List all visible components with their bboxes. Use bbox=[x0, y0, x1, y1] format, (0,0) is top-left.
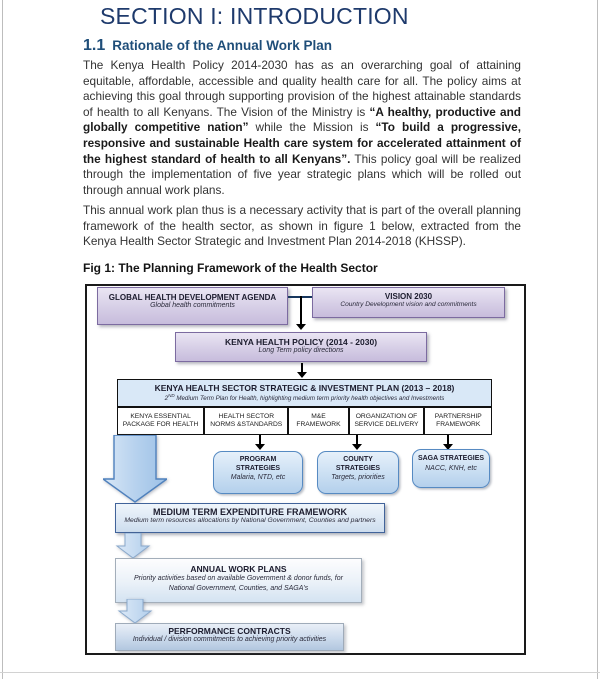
subtitle-text: Medium Term Plan for Health, highlightin… bbox=[174, 395, 445, 403]
khssp-box: KENYA HEALTH SECTOR STRATEGIC & INVESTME… bbox=[117, 379, 492, 407]
pillar-box-keph: KENYA ESSENTIAL PACKAGE FOR HEALTH bbox=[117, 407, 205, 435]
box-title: KENYA HEALTH SECTOR STRATEGIC & INVESTME… bbox=[154, 383, 455, 393]
vision-statement-bold: “A healthy, productive and globally comp… bbox=[83, 104, 521, 135]
heading-number: 1.1 bbox=[83, 37, 106, 54]
down-arrow-icon bbox=[297, 363, 307, 378]
box-subtitle: Long Term policy directions bbox=[258, 347, 344, 354]
box-title: VISION 2030 bbox=[384, 292, 433, 301]
mtef-box: MEDIUM TERM EXPENDITURE FRAMEWORK Medium… bbox=[115, 503, 385, 533]
box-subtitle: 2ND Medium Term Plan for Health, highlig… bbox=[118, 393, 491, 402]
small-down-arrow-icon bbox=[117, 599, 153, 624]
box-subtitle: Country Development vision and commitmen… bbox=[340, 301, 477, 308]
box-subtitle: Individual / division commitments to ach… bbox=[132, 636, 327, 643]
performance-contracts-box: PERFORMANCE CONTRACTS Individual / divis… bbox=[115, 623, 344, 651]
pillar-box-service-delivery: ORGANIZATION OF SERVICE DELIVERY bbox=[348, 407, 425, 435]
figure-caption: Fig 1: The Planning Framework of the Hea… bbox=[83, 261, 378, 275]
box-subtitle: Priority activities based on available G… bbox=[134, 575, 343, 582]
page-edge-right bbox=[597, 0, 598, 679]
box-subtitle: Medium term resources allocations by Nat… bbox=[124, 517, 376, 524]
down-arrow-icon bbox=[296, 296, 306, 330]
heading-text: Rationale of the Annual Work Plan bbox=[112, 38, 333, 53]
subtitle-superscript: ND bbox=[168, 393, 175, 398]
big-down-arrow-icon bbox=[103, 435, 167, 503]
saga-strategies-box: SAGA STRATEGIES NACC, KNH, etc bbox=[412, 449, 490, 488]
paragraph-text: The Kenya Health Policy 2014-2030 has as… bbox=[83, 58, 521, 119]
page-edge-bottom bbox=[0, 672, 600, 673]
planning-framework-diagram: GLOBAL HEALTH DEVELOPMENT AGENDA Global … bbox=[85, 284, 526, 655]
paragraph-text: while the Mission is bbox=[248, 120, 376, 135]
box-subtitle: Global health commitments bbox=[150, 302, 235, 309]
subtitle-text: 2 bbox=[164, 395, 169, 403]
box-title: MEDIUM TERM EXPENDITURE FRAMEWORK bbox=[153, 507, 347, 517]
down-arrow-icon bbox=[443, 435, 453, 450]
mission-statement-bold: “To build a progressive, responsive and … bbox=[83, 120, 521, 166]
page-edge-left bbox=[2, 0, 3, 679]
pillar-box-partnership: PARTNERSHIP FRAMEWORK bbox=[424, 407, 493, 435]
box-subtitle: Targets, priorities bbox=[331, 474, 385, 482]
body-paragraph-1: The Kenya Health Policy 2014-2030 has as… bbox=[83, 58, 521, 198]
vision-2030-box: VISION 2030 Country Development vision a… bbox=[312, 287, 505, 318]
box-subtitle: NACC, KNH, etc bbox=[425, 464, 477, 472]
box-title: GLOBAL HEALTH DEVELOPMENT AGENDA bbox=[108, 293, 277, 302]
pillar-box-norms-standards: HEALTH SECTOR NORMS &STANDARDS bbox=[204, 407, 289, 435]
pillar-row: KENYA ESSENTIAL PACKAGE FOR HEALTH HEALT… bbox=[117, 407, 493, 435]
box-title: COUNTY STRATEGIES bbox=[335, 456, 381, 472]
global-health-agenda-box: GLOBAL HEALTH DEVELOPMENT AGENDA Global … bbox=[97, 287, 288, 325]
box-title: SAGA STRATEGIES bbox=[417, 455, 485, 462]
box-title: PERFORMANCE CONTRACTS bbox=[168, 626, 291, 636]
box-subtitle: National Government, Counties, and SAGA'… bbox=[168, 584, 309, 592]
county-strategies-box: COUNTY STRATEGIES Targets, priorities bbox=[317, 451, 399, 494]
annual-work-plans-box: ANNUAL WORK PLANS Priority activities ba… bbox=[115, 558, 362, 603]
pillar-box-me-framework: M&E FRAMEWORK bbox=[288, 407, 349, 435]
box-subtitle: Malaria, NTD, etc bbox=[230, 474, 286, 482]
down-arrow-icon bbox=[352, 435, 362, 450]
box-title: PROGRAM STRATEGIES bbox=[235, 456, 281, 472]
small-down-arrow-icon bbox=[115, 533, 151, 559]
body-paragraph-2: This annual work plan thus is a necessar… bbox=[83, 203, 521, 249]
box-title: KENYA HEALTH POLICY (2014 - 2030) bbox=[224, 337, 378, 347]
program-strategies-box: PROGRAM STRATEGIES Malaria, NTD, etc bbox=[213, 451, 303, 494]
down-arrow-icon bbox=[255, 435, 265, 450]
section-title: SECTION I: INTRODUCTION bbox=[100, 3, 409, 29]
paragraph-text: This policy goal will be realized throug… bbox=[83, 151, 521, 197]
kenya-health-policy-box: KENYA HEALTH POLICY (2014 - 2030) Long T… bbox=[175, 332, 427, 362]
box-title: ANNUAL WORK PLANS bbox=[190, 564, 287, 574]
subsection-heading: 1.1 Rationale of the Annual Work Plan bbox=[83, 37, 332, 55]
